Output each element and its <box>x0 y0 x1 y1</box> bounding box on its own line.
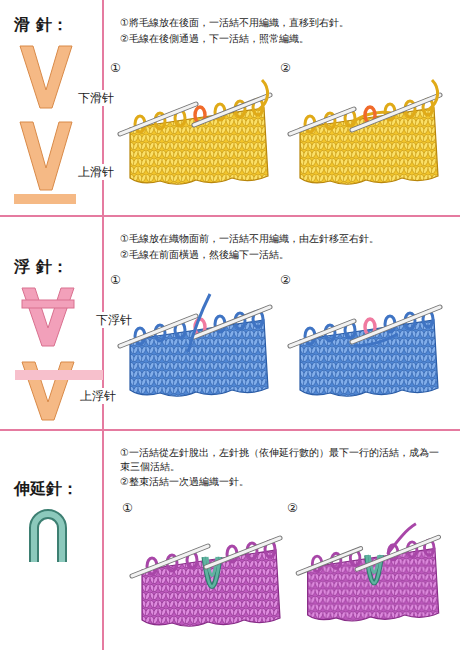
section-heading: 伸延針： <box>14 478 78 500</box>
knitting-step-figure <box>194 307 270 337</box>
knitting-step-figure <box>290 109 354 134</box>
slip-stitch-symbol <box>20 46 72 108</box>
knitting-step-figure <box>290 109 354 134</box>
knitting-step-figure <box>290 321 354 346</box>
elongated-stitch-symbol <box>34 514 62 562</box>
slip-stitch-symbol <box>20 46 72 108</box>
knitting-step-figure <box>132 546 208 576</box>
step-number: ① <box>110 60 121 76</box>
section-heading: 浮 針： <box>14 256 68 278</box>
knitting-step-figure <box>352 95 440 130</box>
knitting-step-figure <box>120 104 196 134</box>
divider-lines <box>0 429 460 431</box>
knitting-step-figure <box>290 80 440 184</box>
step-number: ② <box>280 272 291 288</box>
knitting-step-figure <box>258 80 268 110</box>
knitting-step-figure <box>298 524 439 621</box>
instruction-text: ②整束活結一次過編織一針。 <box>120 475 440 489</box>
elongated-stitch-symbol <box>34 514 62 562</box>
float-stitch-symbol <box>22 288 74 346</box>
divider-lines <box>0 215 460 217</box>
knitting-step-figure <box>387 524 416 554</box>
symbol-label: 下滑针 <box>76 90 116 106</box>
knitting-step-figure <box>352 95 440 130</box>
elongated-stitch-symbol <box>34 514 62 562</box>
slip-stitch-symbol <box>20 122 72 190</box>
slip-stitch-symbol <box>14 122 76 204</box>
instruction-text: ②毛線在後側通過，下一活結，照常編織。 <box>120 32 450 46</box>
knitting-step-figure <box>120 104 196 134</box>
symbol-label: 上滑针 <box>76 164 116 180</box>
knitting-step-figure <box>188 294 210 352</box>
step-number: ① <box>110 272 121 288</box>
knitting-step-figure <box>298 549 361 574</box>
knitting-step-figure <box>290 321 354 346</box>
knitting-step-figure <box>120 80 270 184</box>
knitting-step-figure <box>290 307 440 396</box>
section-heading: 滑 針： <box>14 14 68 36</box>
float-stitch-symbol <box>15 370 103 380</box>
knitting-step-figure <box>354 334 398 346</box>
step-number: ① <box>122 500 133 516</box>
knitting-step-figure <box>298 549 361 574</box>
knitting-step-figure <box>194 307 270 337</box>
instruction-text: ①將毛線放在後面，一活結不用編織，直移到右針。 <box>120 16 450 30</box>
float-stitch-symbol <box>22 300 74 308</box>
knitting-step-figure <box>428 80 438 110</box>
knitting-step-figure <box>206 538 280 567</box>
slip-stitch-symbol <box>14 194 76 204</box>
knitting-step-figure <box>206 538 280 567</box>
symbol-label: 上浮针 <box>78 388 118 404</box>
instruction-text: ①毛線放在織物面前，一活結不用編織，由左針移至右針。 <box>120 232 450 246</box>
knitting-step-figure <box>132 538 280 626</box>
symbol-label: 下浮针 <box>94 312 134 328</box>
knitting-step-figure <box>120 294 270 396</box>
instruction-text: ②毛線在前面橫過，然後編下一活結。 <box>120 248 450 262</box>
step-number: ② <box>280 60 291 76</box>
float-stitch-symbol <box>22 288 74 346</box>
knitting-step-figure <box>132 546 208 576</box>
step-number: ② <box>287 500 298 516</box>
instruction-text: ①一活結從左針脫出，左針挑（依伸延行數的）最下一行的活結，成為一束三個活結。 <box>120 446 440 473</box>
